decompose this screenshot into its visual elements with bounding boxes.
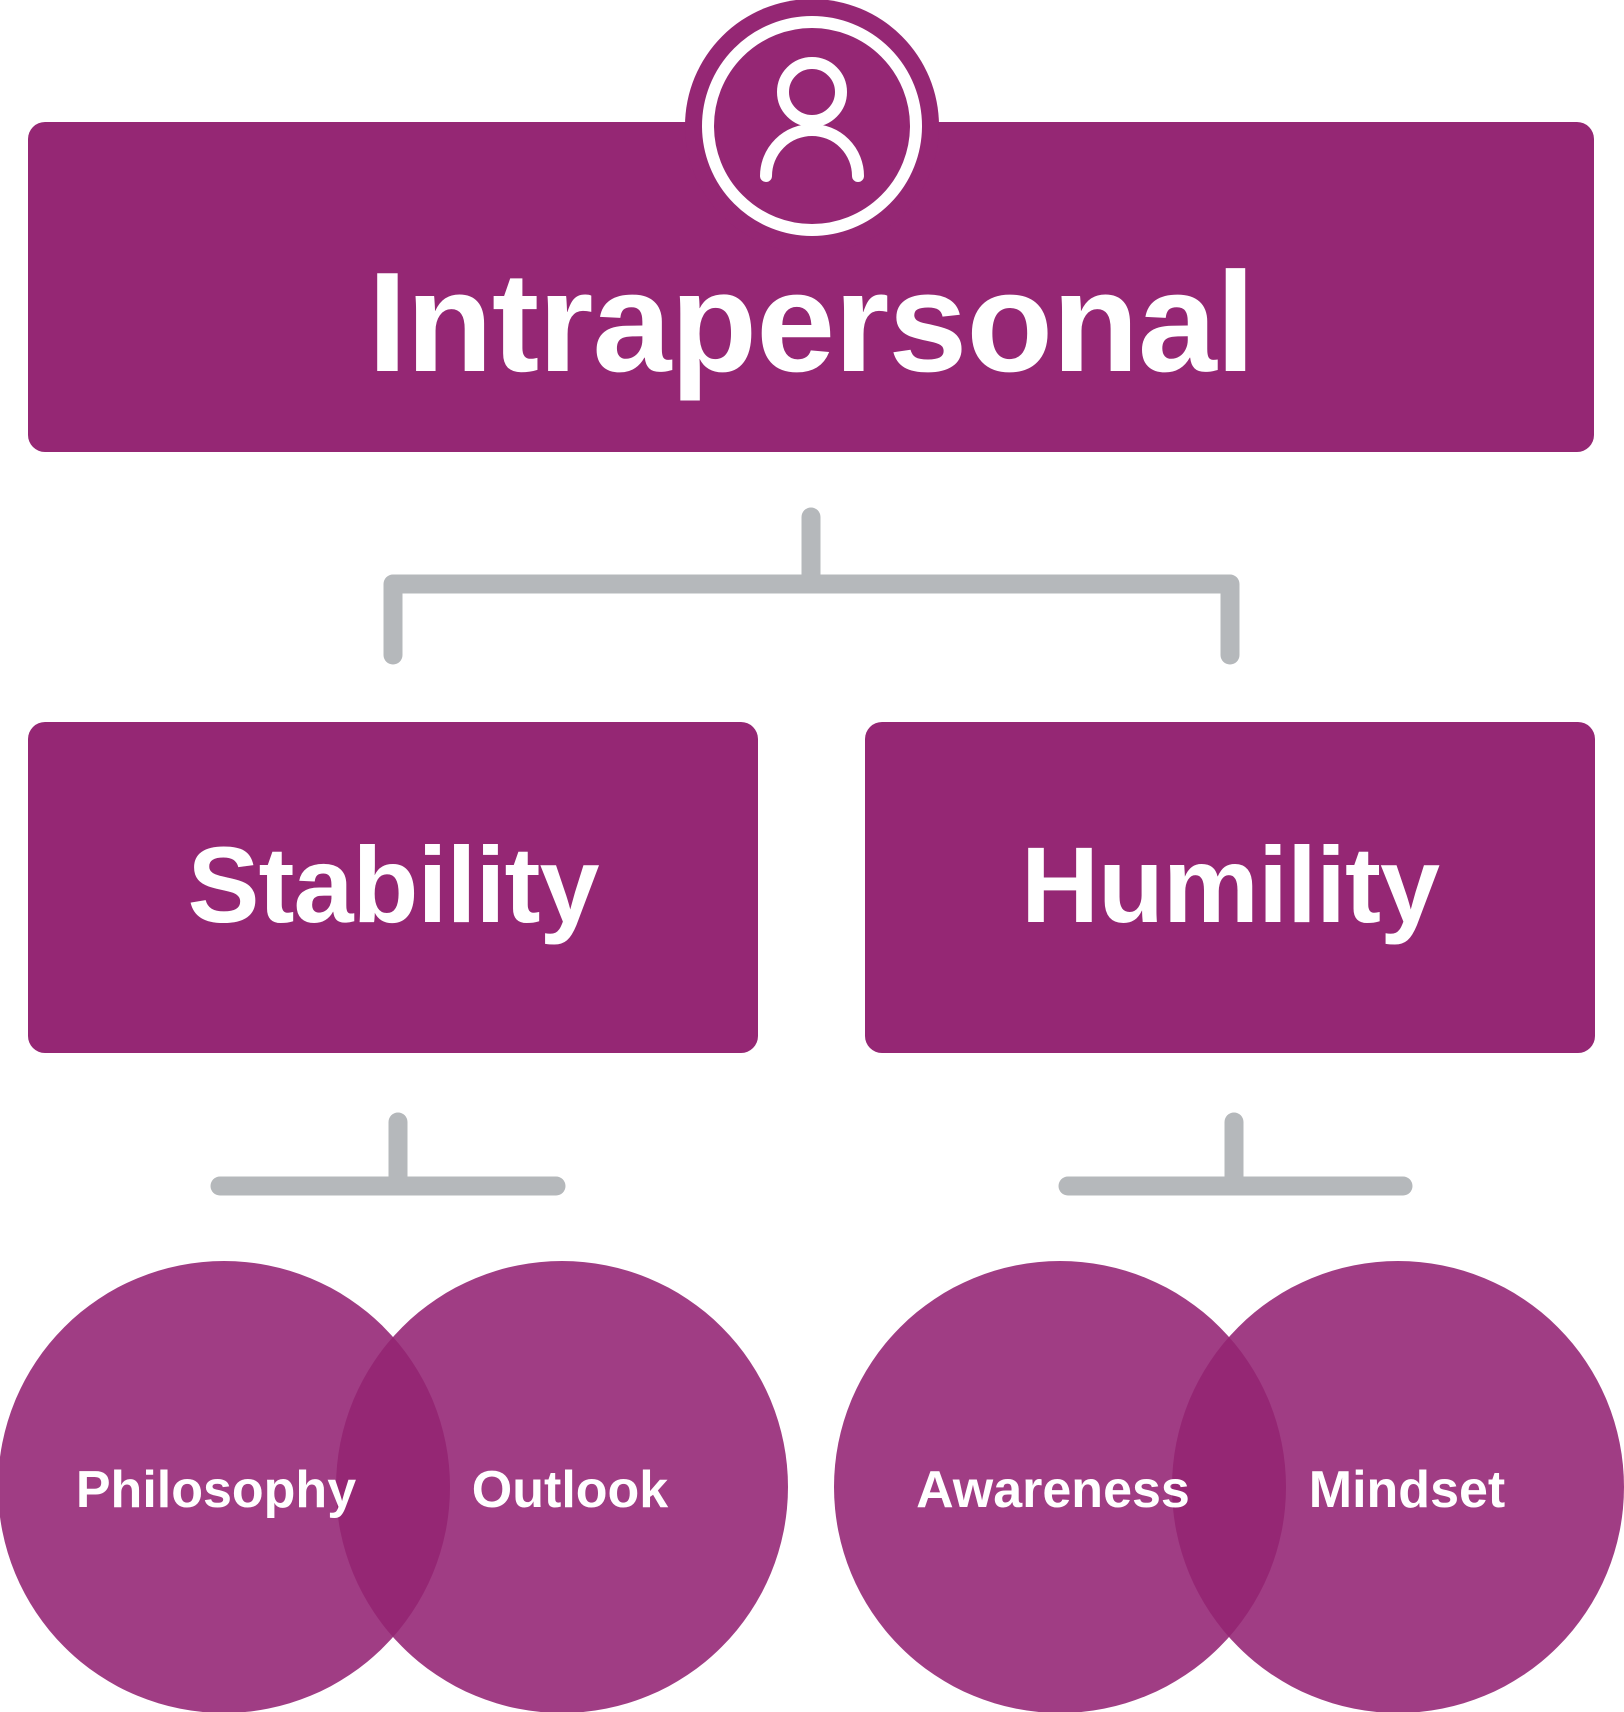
- philosophy-circle: [0, 1261, 450, 1712]
- humility-label: Humility: [1020, 824, 1440, 945]
- outlook-circle: [336, 1261, 788, 1712]
- humility-box: Humility: [865, 722, 1595, 1053]
- humility-connector: [1058, 1112, 1413, 1196]
- philosophy-label: Philosophy: [75, 1461, 357, 1519]
- mindset-label: Mindset: [1308, 1461, 1506, 1519]
- awareness-label: Awareness: [916, 1461, 1190, 1519]
- intrapersonal-label: Intrapersonal: [367, 243, 1256, 402]
- stability-box: Stability: [28, 722, 758, 1053]
- outlook-label: Outlook: [471, 1461, 669, 1519]
- awareness-circle: [834, 1261, 1286, 1712]
- stability-connector: [210, 1112, 566, 1196]
- stability-label: Stability: [187, 824, 599, 945]
- person-icon: [685, 0, 939, 250]
- mindset-circle: [1172, 1261, 1624, 1712]
- intrapersonal-box: Intrapersonal: [28, 122, 1594, 452]
- root-connector: [383, 507, 1240, 665]
